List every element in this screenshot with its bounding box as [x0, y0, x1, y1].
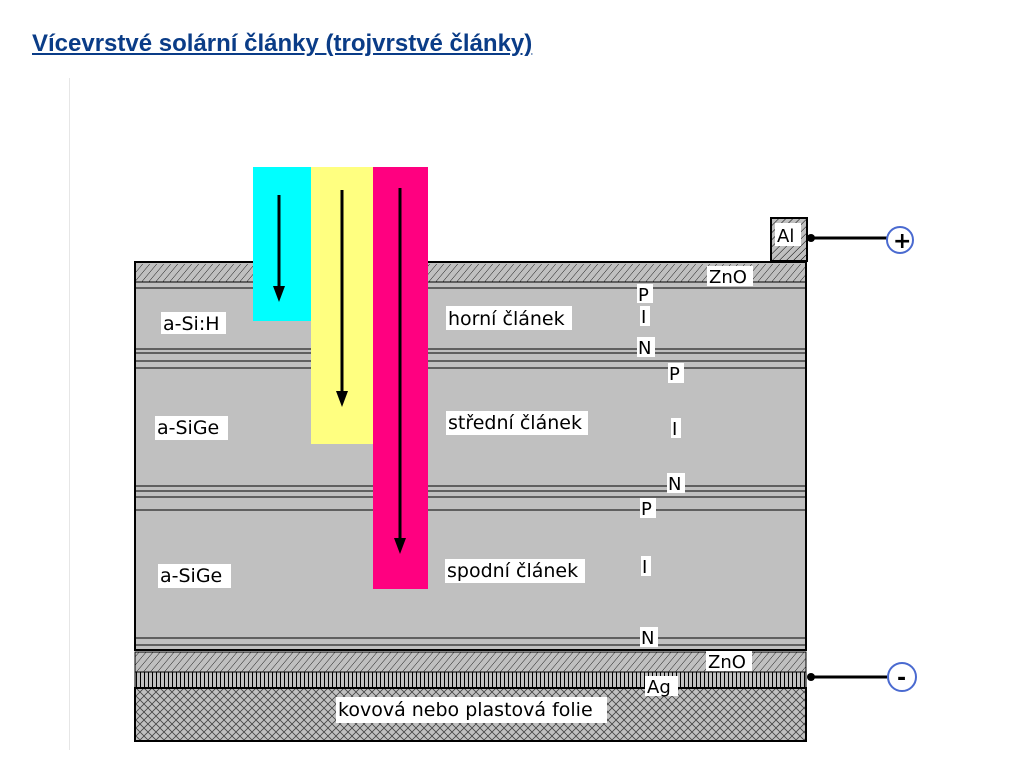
slide-title: Vícevrstvé solární články (trojvrstvé čl… [32, 30, 533, 57]
bottom-zno-layer [134, 651, 807, 673]
top-cell-material: a-Si:H [163, 313, 220, 335]
yellow-arrow-head [336, 391, 348, 407]
top-i-label: I [641, 307, 646, 328]
top-n-label: N [638, 338, 651, 359]
middle-cell-material: a-SiGe [157, 417, 219, 439]
bottom-i-label: I [642, 557, 647, 578]
plus-terminal-icon [886, 226, 914, 254]
ag-reflector-layer [134, 671, 807, 689]
positive-terminal: + [807, 226, 914, 254]
top-zno-label: ZnO [709, 267, 747, 288]
bottom-zno-label: ZnO [708, 652, 746, 673]
negative-terminal: - [807, 662, 917, 692]
light-beams [253, 167, 428, 589]
top-zno-layer [136, 264, 805, 282]
al-label: Al [777, 226, 794, 247]
top-p-label: P [638, 285, 649, 306]
blue-light-beam [253, 167, 311, 321]
bottom-cell-material: a-SiGe [160, 565, 222, 587]
positive-sign: + [893, 229, 911, 254]
middle-cell-label: střední článek [448, 412, 582, 434]
substrate-label: kovová nebo plastová folie [338, 699, 593, 721]
bottom-cell-label: spodní článek [447, 560, 578, 582]
middle-n-label: N [668, 474, 681, 495]
negative-sign: - [897, 666, 906, 691]
top-cell-label: horní článek [448, 308, 565, 330]
left-rule [69, 78, 70, 750]
minus-terminal-icon [887, 662, 917, 692]
middle-p-label: P [669, 364, 680, 385]
bottom-n-label: N [641, 628, 654, 649]
ag-label: Ag [647, 677, 671, 698]
bottom-p-label: P [641, 499, 652, 520]
blue-arrow-head [273, 286, 285, 302]
interface-lines [136, 348, 805, 646]
magenta-arrow-head [394, 538, 406, 554]
middle-i-label: I [672, 419, 677, 440]
